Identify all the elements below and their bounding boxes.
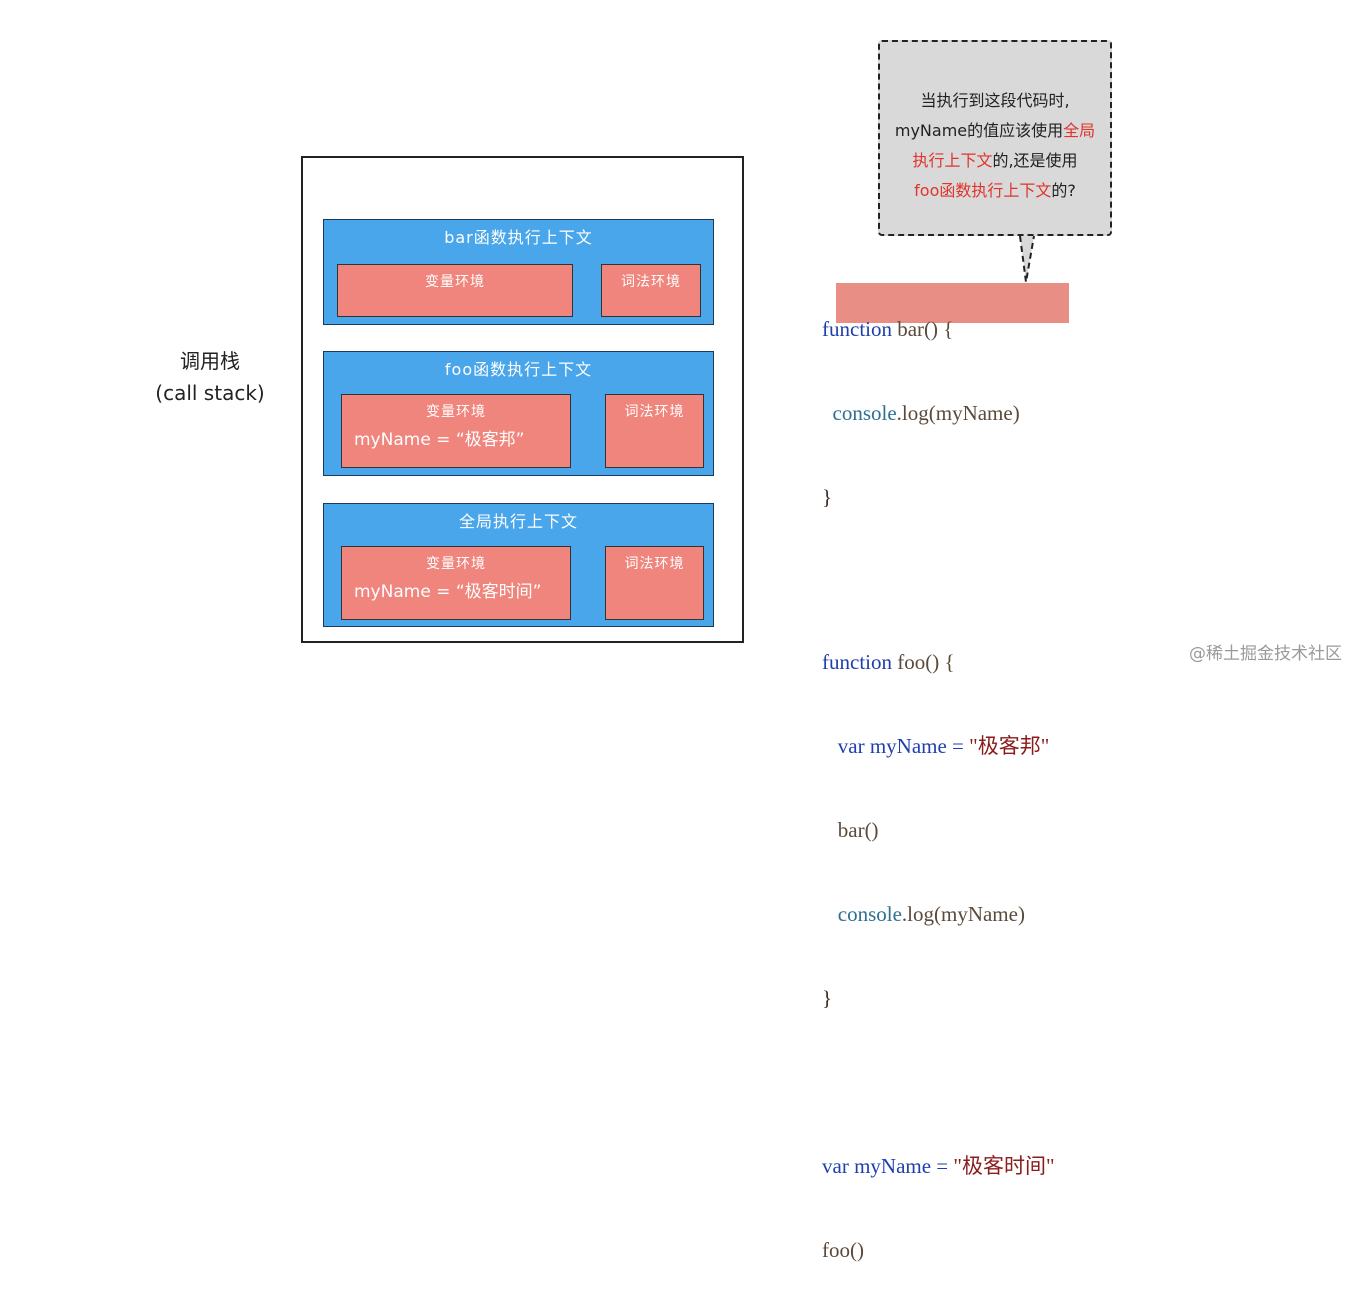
foo-execution-context: foo函数执行上下文 变量环境 myName = “极客邦” 词法环境 (323, 351, 714, 476)
global-variable-env-label: 变量环境 (426, 556, 486, 572)
foo-signature: foo() { (891, 650, 955, 674)
bar-variable-env-label: 变量环境 (425, 274, 485, 290)
question-line-4a: foo函数执行上下文 (914, 181, 1052, 200)
code-line-6: var myName = "极客邦" (822, 732, 1055, 760)
global-context-title: 全局执行上下文 (458, 512, 578, 531)
call-stack-label: 调用栈 (call stack) (120, 345, 300, 409)
global-var-decl: myName = (848, 1154, 954, 1178)
code-line-7: bar() (822, 816, 1055, 844)
foo-console: console (837, 902, 902, 926)
bar-lexical-environment: 词法环境 (601, 264, 701, 317)
question-text: 当执行到这段代码时, myName的值应该使用全局 执行上下文的,还是使用 fo… (886, 86, 1104, 206)
foo-bar-call: bar() (837, 818, 879, 842)
code-line-1: function bar() { (822, 315, 1055, 343)
foo-close-brace: } (822, 986, 833, 1010)
foo-var-keyword: var (837, 734, 865, 758)
foo-keyword: function (822, 650, 892, 674)
global-lexical-env-label: 词法环境 (624, 556, 685, 572)
foo-variable-environment: 变量环境 myName = “极客邦” (341, 394, 571, 468)
bubble-tail (1019, 235, 1035, 283)
question-line-1: 当执行到这段代码时, (920, 91, 1070, 110)
global-var-keyword: var (822, 1154, 849, 1178)
code-line-2: console.log(myName) (822, 399, 1055, 427)
code-line-12: foo() (822, 1236, 1055, 1264)
question-line-4b: 的? (1051, 181, 1076, 200)
foo-log-call: .log(myName) (901, 902, 1025, 926)
code-line-5: function foo() { (822, 648, 1055, 676)
foo-lexical-env-label: 词法环境 (624, 404, 685, 420)
foo-var-value: "极客邦" (969, 734, 1050, 758)
bar-close-brace: } (822, 485, 833, 509)
global-foo-call: foo() (822, 1238, 864, 1262)
code-block: function bar() { console.log(myName) } f… (822, 259, 1055, 1292)
code-line-9: } (822, 984, 1055, 1012)
watermark: @稀土掘金技术社区 (1189, 644, 1342, 664)
call-stack-label-zh: 调用栈 (180, 349, 240, 373)
bar-keyword: function (822, 317, 892, 341)
question-line-3b: 的,还是使用 (992, 151, 1078, 170)
call-stack-label-en: (call stack) (155, 381, 265, 405)
global-var-value: "极客时间" (953, 1154, 1055, 1178)
foo-lexical-environment: 词法环境 (605, 394, 704, 468)
question-line-3a: 执行上下文 (912, 151, 993, 170)
bar-signature: bar() { (891, 317, 954, 341)
bar-console: console (832, 401, 897, 425)
question-line-2b: 全局 (1063, 121, 1096, 140)
bar-log-call: .log(myName) (896, 401, 1020, 425)
foo-variable-myname: myName = “极客邦” (354, 430, 525, 450)
global-variable-myname: myName = “极客时间” (354, 582, 542, 602)
code-line-8: console.log(myName) (822, 900, 1055, 928)
code-blank-2 (822, 1068, 1055, 1096)
foo-variable-env-label: 变量环境 (426, 404, 486, 420)
code-line-3: } (822, 483, 1055, 511)
bar-lexical-env-label: 词法环境 (621, 274, 681, 290)
question-bubble: 当执行到这段代码时, myName的值应该使用全局 执行上下文的,还是使用 fo… (878, 40, 1112, 236)
global-variable-environment: 变量环境 myName = “极客时间” (341, 546, 571, 620)
code-blank-1 (822, 567, 1055, 592)
question-line-2a: myName的值应该使用 (894, 121, 1064, 140)
bar-execution-context: bar函数执行上下文 变量环境 词法环境 (323, 219, 714, 325)
global-lexical-environment: 词法环境 (605, 546, 704, 620)
global-execution-context: 全局执行上下文 变量环境 myName = “极客时间” 词法环境 (323, 503, 714, 627)
bar-context-title: bar函数执行上下文 (444, 228, 593, 247)
code-line-11: var myName = "极客时间" (822, 1152, 1055, 1180)
foo-var-decl: myName = (864, 734, 970, 758)
code-highlight (836, 283, 1069, 323)
foo-context-title: foo函数执行上下文 (444, 360, 593, 379)
bar-variable-environment: 变量环境 (337, 264, 573, 317)
